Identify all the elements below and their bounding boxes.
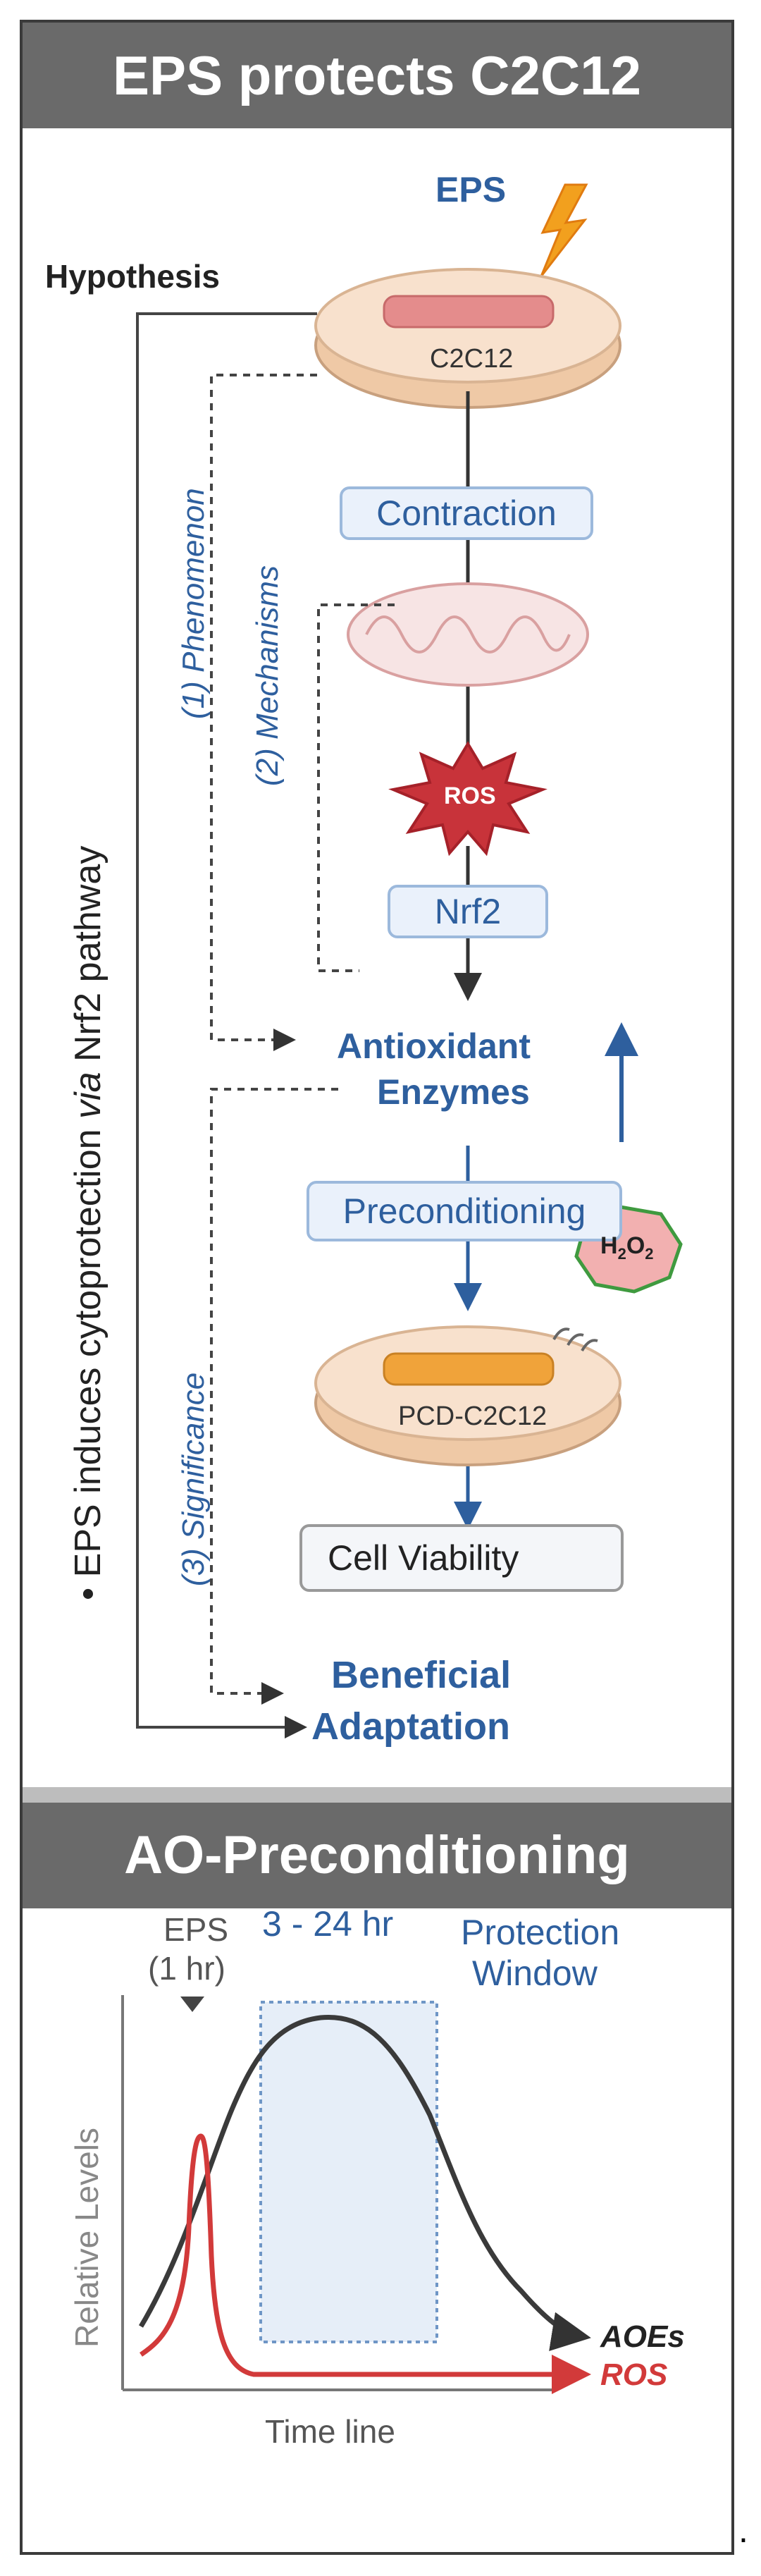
- contraction-box: Contraction: [340, 486, 593, 540]
- protection-window: [259, 2001, 438, 2343]
- beneficial-label-line2: Adaptation: [311, 1705, 510, 1748]
- phenomenon-label: (1) Phenomenon: [176, 488, 211, 719]
- antioxidant-label-line1: Antioxidant: [337, 1026, 531, 1066]
- chart-y-label: Relative Levels: [68, 2128, 105, 2348]
- dish-top-label: C2C12: [430, 344, 514, 374]
- eps-marker-icon: [180, 1997, 204, 2012]
- series-ros-label: ROS: [600, 2357, 668, 2392]
- hypothesis-side-text: • EPS induces cytoprotection via Nrf2 pa…: [68, 845, 109, 1600]
- chart-window-label-2: Window: [472, 1954, 598, 1993]
- h2o2-label: H2O2: [600, 1232, 654, 1263]
- series-aoes-label: AOEs: [600, 2319, 685, 2354]
- mechanisms-label: (2) Mechanisms: [250, 565, 285, 786]
- mechanisms-connector: [317, 603, 395, 972]
- title-banner: EPS protects C2C12: [23, 23, 731, 128]
- lightning-icon: [540, 183, 588, 277]
- mitochondrion-icon: [347, 582, 589, 687]
- ros-burst-icon: [388, 741, 547, 857]
- culture-dish-top: [314, 268, 621, 409]
- cell-viability-box: Cell Viability: [299, 1524, 624, 1592]
- phenomenon-connector: [210, 374, 317, 1051]
- section-separator: [23, 1787, 731, 1803]
- eps-label: EPS: [435, 170, 507, 209]
- culture-dish-bottom: [314, 1325, 621, 1466]
- hypothesis-bracket: [136, 312, 317, 1738]
- series-aoes-curve: [138, 2014, 591, 2351]
- series-ros-curve: [140, 2133, 591, 2394]
- chart-eps-duration: (1 hr): [148, 1950, 225, 1987]
- nrf2-box: Nrf2: [388, 885, 548, 938]
- chart-window-range: 3 - 24 hr: [262, 1904, 394, 1944]
- antioxidant-label-line2: Enzymes: [377, 1072, 530, 1112]
- trailing-period: .: [738, 2510, 748, 2550]
- chart-window-label-1: Protection: [461, 1913, 620, 1952]
- beneficial-label-line1: Beneficial: [331, 1654, 512, 1696]
- preconditioning-box: Preconditioning: [307, 1181, 622, 1241]
- ros-label: ROS: [444, 783, 496, 809]
- chart-eps-label: EPS: [163, 1911, 229, 1948]
- hypothesis-label: Hypothesis: [45, 258, 220, 295]
- chart-x-label: Time line: [265, 2413, 395, 2450]
- dish-bottom-label: PCD-C2C12: [398, 1402, 547, 1431]
- significance-connector: [210, 1088, 338, 1705]
- significance-label: (3) Significance: [176, 1372, 211, 1586]
- section-banner: AO-Preconditioning: [23, 1803, 731, 1908]
